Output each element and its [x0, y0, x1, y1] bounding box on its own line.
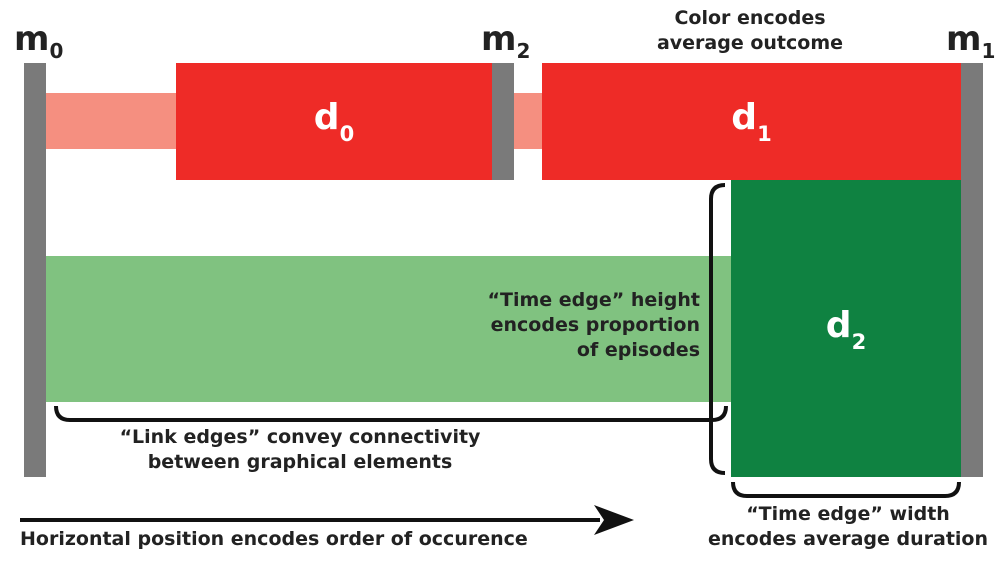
annotation-color: Color encodes average outcome — [656, 7, 844, 54]
node-d0 — [176, 63, 492, 180]
annotation-time-edge-height: “Time edge” height encodes proportion of… — [487, 289, 700, 361]
node-d2 — [731, 180, 961, 477]
annotation-time-edge-width: “Time edge” width encodes average durati… — [707, 503, 989, 550]
annotation-horizontal: Horizontal position encodes order of occ… — [20, 528, 528, 550]
annotation-link-edges: “Link edges” convey connectivity between… — [119, 426, 481, 473]
marker-bar-m1 — [961, 63, 983, 477]
bracket-link-edges — [54, 405, 728, 422]
node-label-d2: d2 — [825, 305, 867, 354]
node-label-d0: d0 — [313, 97, 355, 146]
link-edge-m0-d2 — [46, 256, 731, 402]
bracket-time-edge-height — [709, 183, 726, 475]
node-label-d1: d1 — [731, 97, 772, 146]
link-edge-m2-d1 — [514, 93, 542, 149]
marker-label-m0: m0 — [14, 19, 64, 63]
marker-bar-m2 — [492, 63, 514, 180]
link-edge-m0-d0 — [46, 93, 176, 149]
marker-bar-m0 — [24, 63, 46, 477]
marker-label-m2: m2 — [481, 19, 531, 63]
node-d1 — [542, 63, 961, 180]
order-arrow-head — [594, 505, 634, 535]
bracket-time-edge-width — [731, 481, 961, 498]
marker-label-m1: m1 — [946, 19, 996, 63]
